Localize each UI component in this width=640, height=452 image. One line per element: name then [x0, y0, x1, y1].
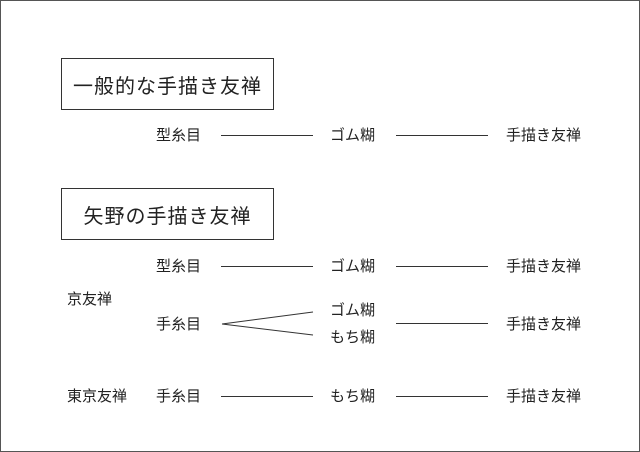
section2-title-box: 矢野の手描き友禅	[61, 188, 274, 240]
section1-title: 一般的な手描き友禅	[73, 73, 262, 98]
kyo-yuzen-label: 京友禅	[67, 290, 113, 308]
tokyo-yuzen-label: 東京友禅	[67, 387, 128, 405]
connector-line	[221, 266, 313, 267]
section1-title-box: 一般的な手描き友禅	[61, 58, 274, 110]
kyo-row-b-step2a-label: ゴム糊	[330, 301, 376, 319]
kyo-row-a-step1-label: 型糸目	[156, 257, 202, 275]
branch-connector	[221, 311, 314, 336]
section1-step2-label: ゴム糊	[330, 126, 376, 144]
tokyo-step3-label: 手描き友禅	[506, 387, 582, 405]
connector-line	[396, 266, 488, 267]
connector-line	[221, 135, 313, 136]
connector-line	[396, 135, 488, 136]
connector-line	[396, 396, 488, 397]
connector-line	[221, 396, 313, 397]
section1-step1-label: 型糸目	[156, 126, 202, 144]
kyo-row-a-step2-label: ゴム糊	[330, 257, 376, 275]
connector-line	[396, 323, 488, 324]
section2-title: 矢野の手描き友禅	[83, 203, 252, 228]
tokyo-step1-label: 手糸目	[156, 387, 202, 405]
kyo-row-a-step3-label: 手描き友禅	[506, 257, 582, 275]
kyo-row-b-step2b-label: もち糊	[330, 328, 376, 346]
kyo-row-b-step3-label: 手描き友禅	[506, 315, 582, 333]
tokyo-step2-label: もち糊	[330, 387, 376, 405]
kyo-row-b-step1-label: 手糸目	[156, 315, 202, 333]
section1-step3-label: 手描き友禅	[506, 126, 582, 144]
